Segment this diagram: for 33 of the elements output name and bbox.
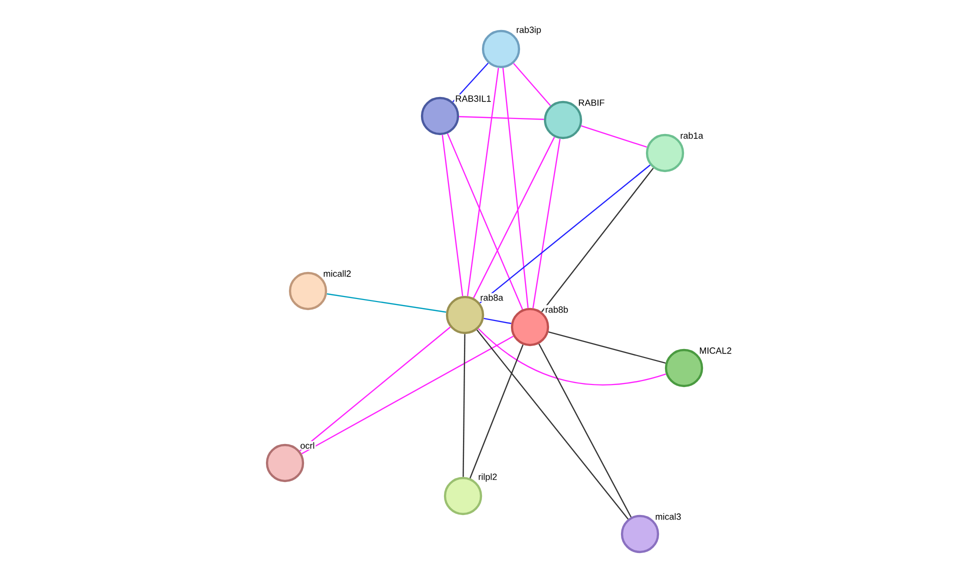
interaction-line [326,293,446,313]
interaction-line [513,62,551,106]
interaction-line [502,68,529,308]
protein-label: ocrl [299,441,316,450]
interaction-line [478,328,666,386]
interaction-line [442,134,464,296]
interaction-line [532,138,561,308]
interaction-line [459,116,544,120]
protein-label: RABIF [577,98,606,107]
interaction-line [469,344,524,478]
interaction-line [446,133,524,310]
interaction-line [466,68,500,296]
interaction-line [541,168,654,312]
interaction-line [476,330,629,520]
interaction-line [484,318,512,324]
protein-label: rab1a [679,131,704,140]
protein-label: MICAL2 [698,346,733,355]
interaction-line [548,331,666,364]
interaction-line [299,326,451,452]
protein-label: rab3ip [515,25,542,36]
interaction-line [452,62,489,102]
interaction-line [538,344,632,518]
interaction-line [301,336,514,454]
interaction-line [473,136,555,298]
interaction-line [462,334,466,477]
protein-label: rilpl2 [477,472,498,483]
protein-label: RAB3IL1 [454,94,492,103]
interaction-line [479,164,651,304]
protein-label: micall2 [322,269,352,278]
protein-label: rab8b [544,305,570,314]
protein-label: rab8a [479,293,504,302]
protein-label: mical3 [654,512,682,521]
interaction-line [581,125,648,148]
